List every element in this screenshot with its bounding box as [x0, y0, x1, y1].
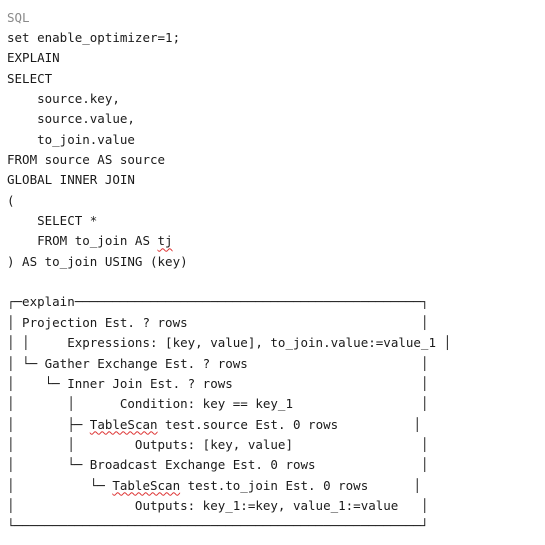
code-line: source.key,	[7, 89, 537, 109]
code-line: source.value,	[7, 109, 537, 129]
code-text: GLOBAL INNER JOIN	[7, 172, 135, 188]
code-line: │ └─ TableScan test.to_join Est. 0 rows …	[7, 476, 537, 496]
code-text: source.value,	[7, 111, 135, 127]
code-text: EXPLAIN	[7, 50, 60, 66]
language-label: SQL	[7, 10, 30, 25]
code-text: │ │ Outputs: [key, value] │	[7, 436, 429, 452]
code-text: │ └─	[7, 477, 113, 493]
code-text: │ Projection Est. ? rows │	[7, 314, 429, 330]
code-line: to_join.value	[7, 130, 537, 150]
code-line: GLOBAL INNER JOIN	[7, 170, 537, 190]
code-line: EXPLAIN	[7, 48, 537, 68]
code-text: SELECT *	[7, 213, 98, 229]
code-line: └───────────────────────────────────────…	[7, 516, 537, 536]
code-line: set enable_optimizer=1;	[7, 28, 537, 48]
code-text: │	[435, 335, 452, 351]
code-line: │ └─ Inner Join Est. ? rows │	[7, 374, 537, 394]
code-line: │ Projection Est. ? rows │	[7, 313, 537, 333]
code-line: │ Outputs: key_1:=key, value_1:=value │	[7, 496, 537, 516]
code-line: │ │ Expressions: [key, value], to_join.v…	[7, 333, 537, 353]
code-content[interactable]: set enable_optimizer=1; EXPLAIN SELECT sou…	[7, 28, 537, 537]
code-text: │ │ Condition: key == key_1 │	[7, 396, 429, 412]
code-text: test.to_join Est. 0 rows │	[180, 477, 421, 493]
spellcheck-flagged-text: TableScan	[89, 416, 158, 432]
code-text: │ │ Expressions: [key, value], to_join.v…	[7, 335, 384, 351]
spellcheck-flagged-text: tj	[157, 233, 173, 249]
code-text: SELECT	[7, 70, 53, 86]
code-text: FROM to_join AS	[7, 233, 158, 249]
code-text: test.source Est. 0 rows │	[157, 416, 421, 432]
code-line: ) AS to_join USING (key)	[7, 252, 537, 272]
code-text: to_join.value	[7, 131, 135, 147]
code-line: │ └─ Gather Exchange Est. ? rows │	[7, 354, 537, 374]
code-text: │ Outputs: key_1:=key, value_1:=value │	[7, 497, 429, 513]
code-line: │ │ Condition: key == key_1 │	[7, 394, 537, 414]
code-line: SELECT	[7, 69, 537, 89]
code-line: FROM to_join AS tj	[7, 231, 537, 251]
code-line: │ │ Outputs: [key, value] │	[7, 435, 537, 455]
code-text: source.key,	[7, 91, 120, 107]
code-text: │ ├─	[7, 416, 90, 432]
code-line: FROM source AS source	[7, 150, 537, 170]
code-line	[7, 272, 537, 292]
spellcheck-flagged-text: TableScan	[112, 477, 181, 493]
code-line: (	[7, 191, 537, 211]
code-text: │ └─ Broadcast Exchange Est. 0 rows │	[7, 457, 429, 473]
code-text: (	[7, 192, 15, 208]
code-text: │ └─ Gather Exchange Est. ? rows │	[7, 355, 429, 371]
code-text: value_1	[383, 335, 436, 351]
code-text: └───────────────────────────────────────…	[7, 518, 429, 534]
code-text: ┌─explain───────────────────────────────…	[7, 294, 429, 310]
code-line: SELECT *	[7, 211, 537, 231]
code-text: FROM source AS source	[7, 152, 166, 168]
code-line: │ └─ Broadcast Exchange Est. 0 rows │	[7, 455, 537, 475]
code-line: ┌─explain───────────────────────────────…	[7, 292, 537, 312]
code-text: set enable_optimizer=1;	[7, 30, 181, 45]
code-line: │ ├─ TableScan test.source Est. 0 rows │	[7, 415, 537, 435]
code-text: ) AS to_join USING (key)	[7, 253, 188, 269]
code-text: │ └─ Inner Join Est. ? rows │	[7, 375, 429, 391]
